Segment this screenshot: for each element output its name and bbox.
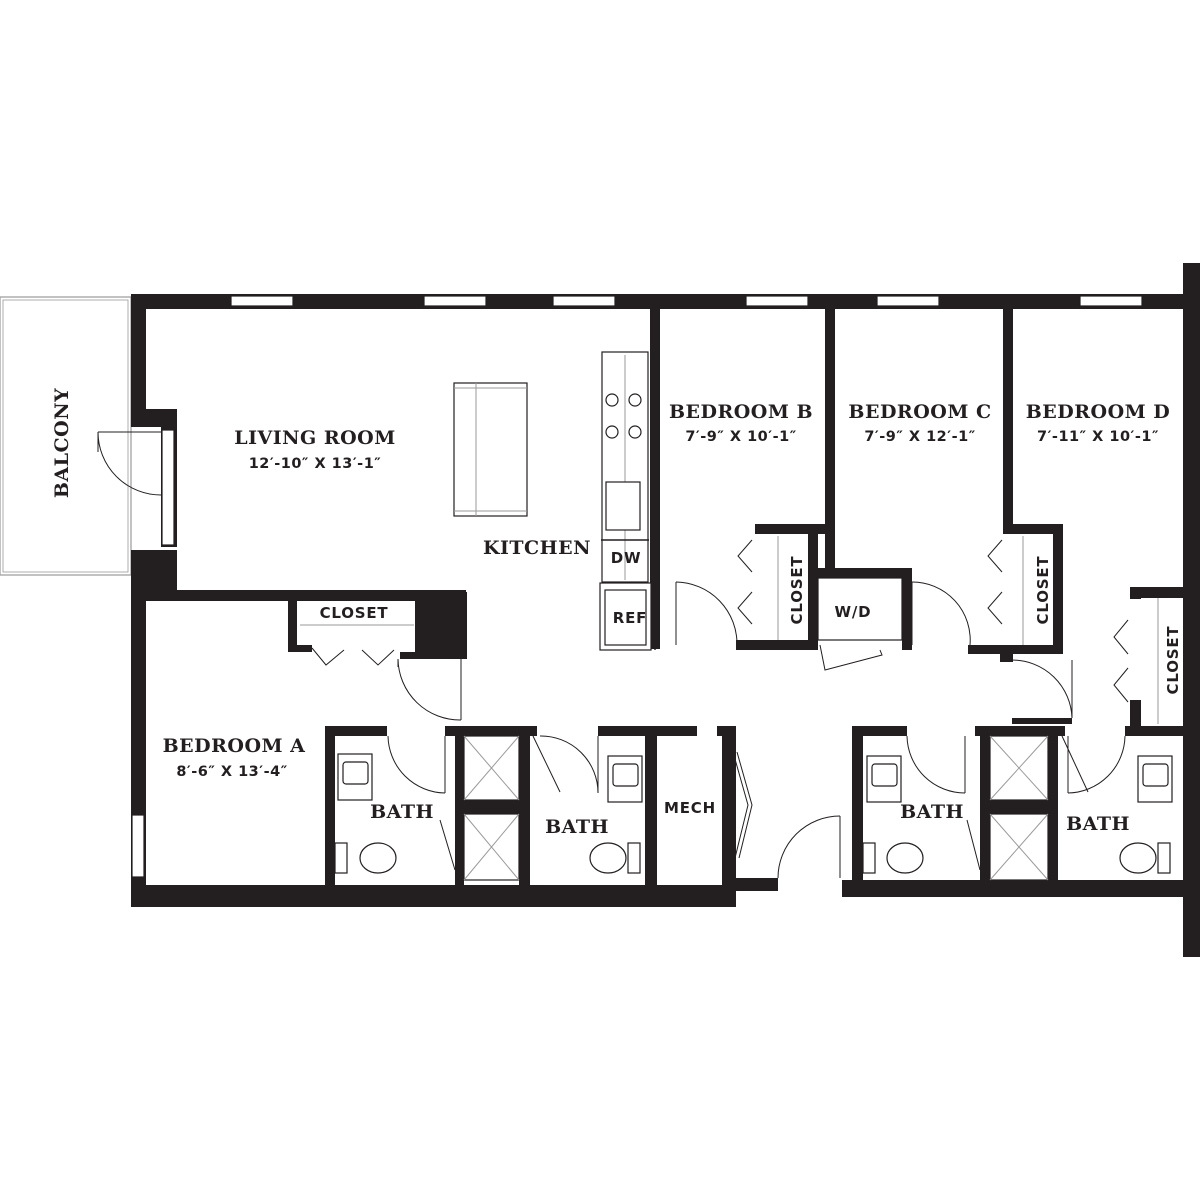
mech-label: MECH bbox=[664, 799, 716, 817]
washer-dryer-label: W/D bbox=[835, 603, 872, 621]
bedroom-d-dimensions: 7′-11″ X 10′-1″ bbox=[1037, 429, 1159, 445]
bedroom-d-label: BEDROOM D bbox=[1026, 401, 1171, 423]
dishwasher-label: DW bbox=[611, 549, 642, 567]
bedroom-c-dimensions: 7′-9″ X 12′-1″ bbox=[864, 429, 975, 445]
interior-walls bbox=[146, 309, 1183, 891]
closet-a-label: CLOSET bbox=[320, 604, 389, 622]
bath-3-label: BATH bbox=[900, 801, 964, 823]
bedroom-b-dimensions: 7′-9″ X 10′-1″ bbox=[685, 429, 796, 445]
washer-dryer-unit bbox=[817, 577, 903, 641]
refrigerator-label: REF bbox=[613, 609, 647, 627]
closet-d-label: CLOSET bbox=[1164, 626, 1182, 695]
kitchen-fixtures bbox=[453, 351, 656, 651]
bath-fixtures bbox=[334, 735, 1173, 881]
bedroom-a-dimensions: 8′-6″ X 13′-4″ bbox=[176, 764, 287, 780]
door-swings bbox=[97, 431, 1126, 879]
bath-1-label: BATH bbox=[370, 801, 434, 823]
living-room-dimensions: 12′-10″ X 13′-1″ bbox=[249, 456, 382, 472]
bath-2-label: BATH bbox=[545, 816, 609, 838]
closet-c-label: CLOSET bbox=[1034, 556, 1052, 625]
balcony bbox=[0, 296, 132, 576]
closet-doors bbox=[300, 536, 1159, 724]
bedroom-c-label: BEDROOM C bbox=[848, 401, 991, 423]
kitchen-label: KITCHEN bbox=[483, 537, 591, 559]
bedroom-b-label: BEDROOM B bbox=[669, 401, 813, 423]
closet-b-label: CLOSET bbox=[788, 556, 806, 625]
bath-4-label: BATH bbox=[1066, 813, 1130, 835]
balcony-label: BALCONY bbox=[51, 388, 73, 498]
windows bbox=[131, 295, 1143, 878]
bedroom-a-label: BEDROOM A bbox=[163, 735, 306, 757]
living-room-label: LIVING ROOM bbox=[234, 427, 396, 449]
